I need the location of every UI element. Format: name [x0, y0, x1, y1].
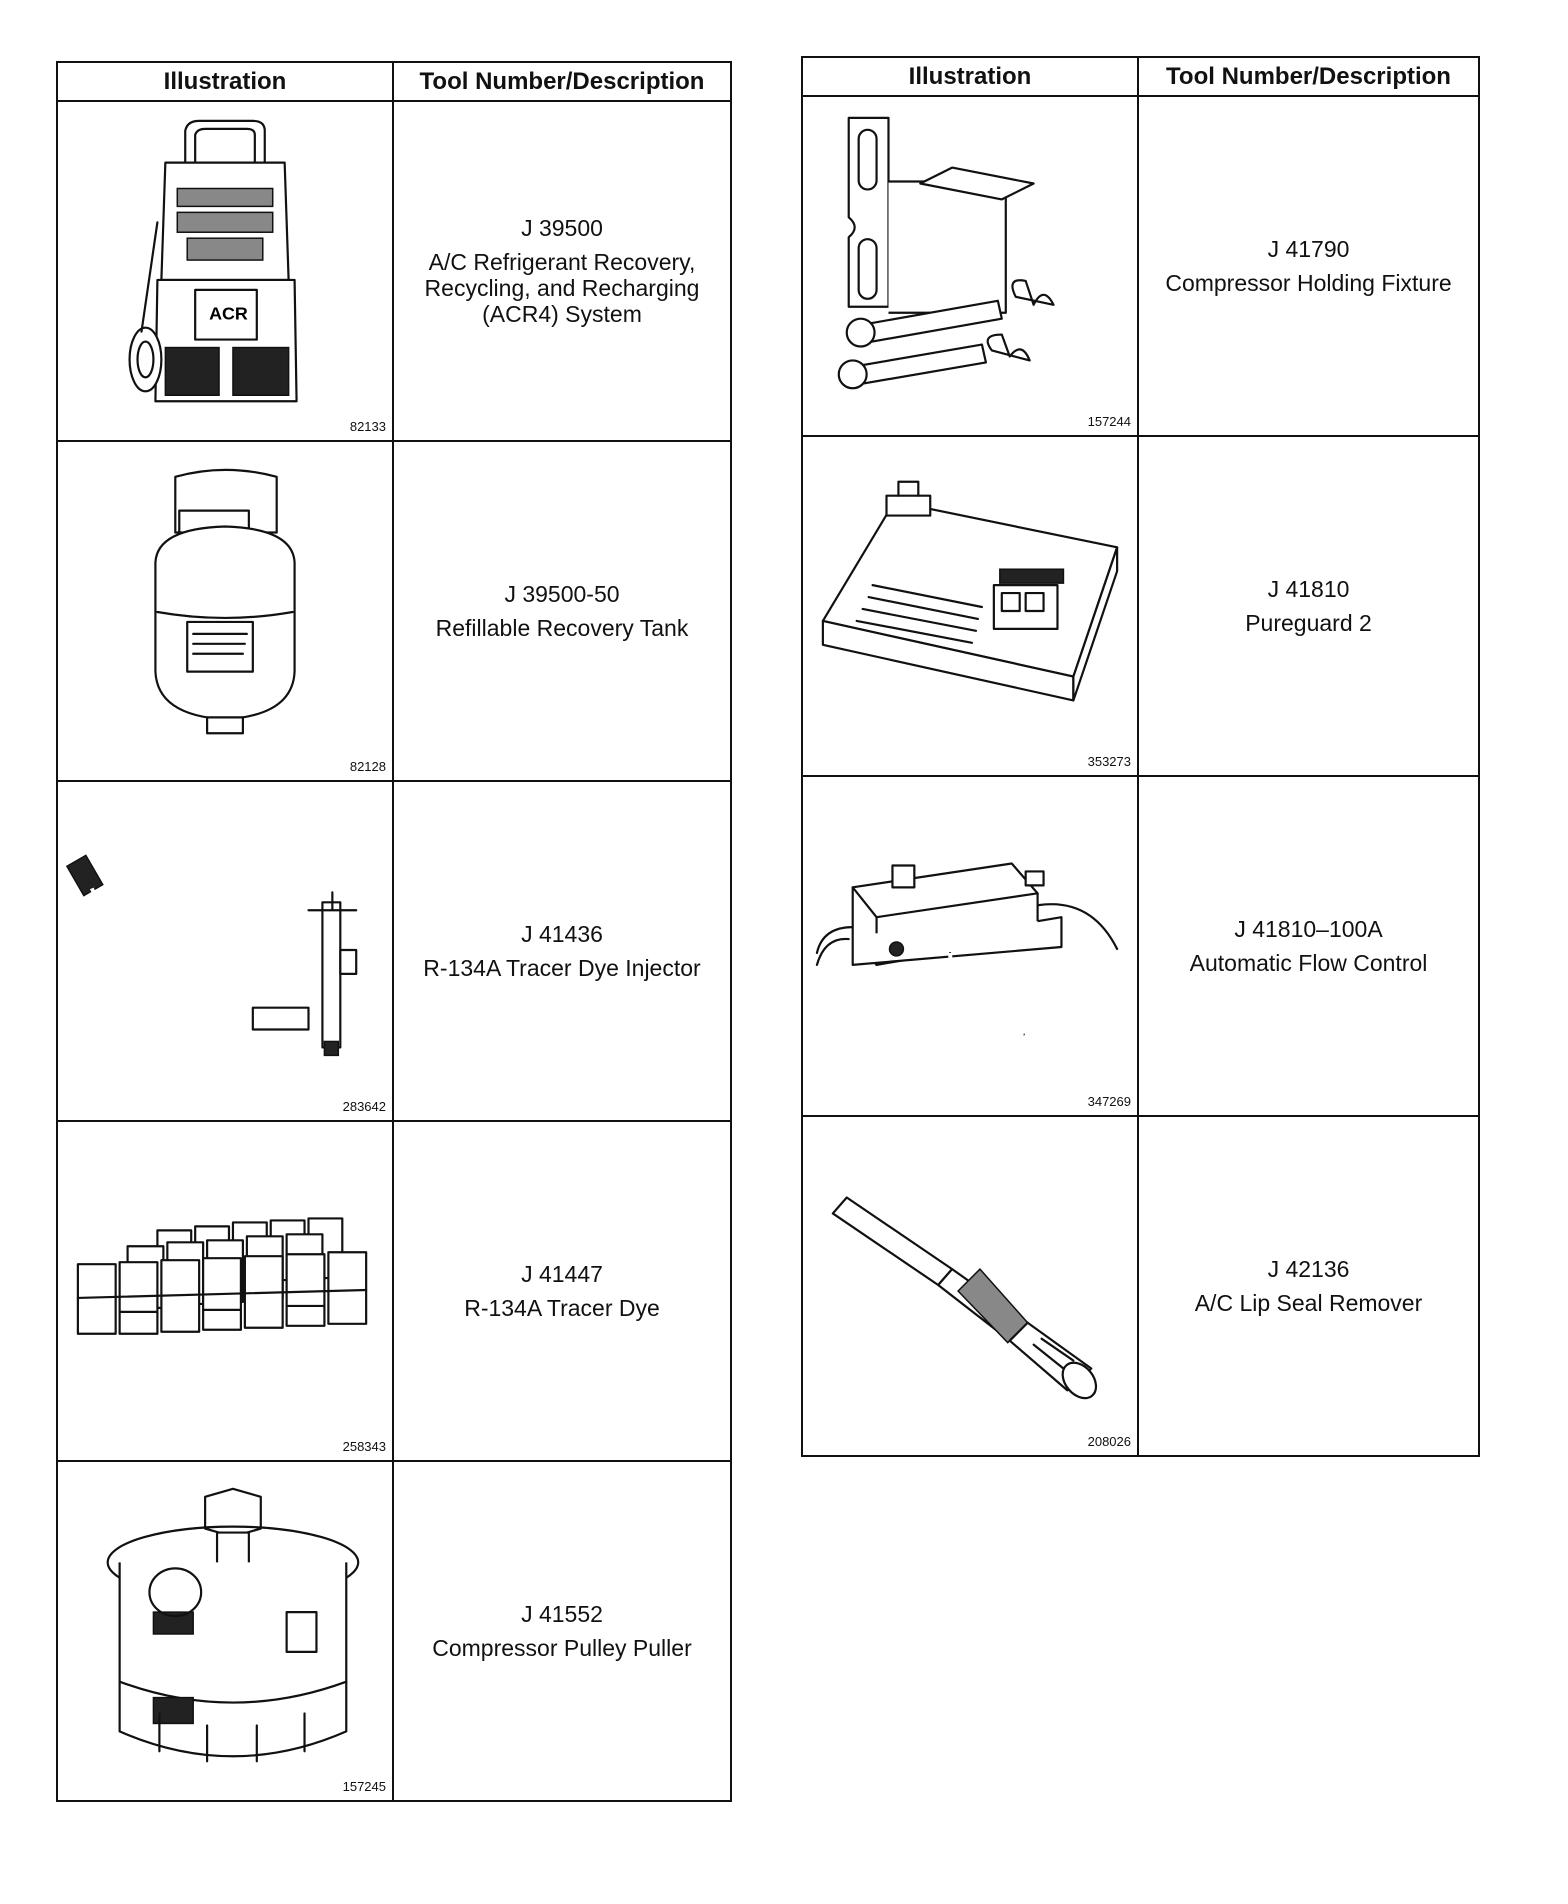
illustration-cell: ACR 82133: [56, 100, 394, 442]
tool-description: A/C Refrigerant Recovery, Recycling, and…: [424, 249, 700, 327]
illustration-header: Illustration: [56, 61, 394, 102]
table-row: 157244 J 41790 Compressor Holding Fixtur…: [801, 95, 1480, 437]
illustration-cell: 347269: [801, 775, 1139, 1117]
tool-description: Pureguard 2: [1245, 610, 1372, 636]
figure-number: 157245: [342, 1779, 386, 1794]
tool-number: J 39500-50: [504, 581, 620, 607]
illustration-header: Illustration: [801, 56, 1139, 97]
tool-description: Automatic Flow Control: [1189, 950, 1428, 976]
tool-description: Refillable Recovery Tank: [435, 615, 689, 641]
illustration-cell: 157245: [56, 1460, 394, 1802]
tool-description: A/C Lip Seal Remover: [1194, 1290, 1423, 1316]
table-row: 82128 J 39500-50 Refillable Recovery Tan…: [56, 440, 732, 782]
illustration-cell: 208026: [801, 1115, 1139, 1457]
tool-description: Compressor Pulley Puller: [432, 1635, 692, 1661]
special-tools-table-left: Illustration Tool Number/Description ACR: [56, 61, 732, 1802]
pureguard-unit-icon: [821, 480, 1119, 702]
table-row: ACR 82133 J 39500 A/C Refrigerant Recove…: [56, 100, 732, 442]
table-header-row: Illustration Tool Number/Description: [56, 61, 732, 102]
table-row: 283642 J 41436 R-134A Tracer Dye Injecto…: [56, 780, 732, 1122]
tool-description: R-134A Tracer Dye Injector: [423, 955, 701, 981]
tool-description-cell: J 39500-50 Refillable Recovery Tank: [392, 440, 732, 782]
figure-number: 157244: [1087, 414, 1131, 429]
figure-number: 82133: [349, 419, 386, 434]
special-tools-table-right: Illustration Tool Number/Description 157…: [801, 56, 1480, 1457]
illustration-cell: 157244: [801, 95, 1139, 437]
table-row: 157245 J 41552 Compressor Pulley Puller: [56, 1460, 732, 1802]
table-row: 208026 J 42136 A/C Lip Seal Remover: [801, 1115, 1480, 1457]
tool-number: J 41552: [521, 1601, 603, 1627]
table-row: 258343 J 41447 R-134A Tracer Dye: [56, 1120, 732, 1462]
figure-number: 283642: [342, 1099, 386, 1114]
tool-description: Compressor Holding Fixture: [1165, 270, 1452, 296]
tool-description-cell: J 39500 A/C Refrigerant Recovery, Recycl…: [392, 100, 732, 442]
tool-description-cell: J 41790 Compressor Holding Fixture: [1137, 95, 1480, 437]
tool-description-cell: J 42136 A/C Lip Seal Remover: [1137, 1115, 1480, 1457]
svg-text:ACR: ACR: [209, 304, 248, 324]
table-row: 353273 J 41810 Pureguard 2: [801, 435, 1480, 777]
tool-header: Tool Number/Description: [392, 61, 732, 102]
pulley-puller-icon: [106, 1487, 360, 1763]
lip-seal-remover-icon: [831, 1196, 1098, 1400]
tool-header: Tool Number/Description: [1137, 56, 1480, 97]
tool-number: J 41790: [1267, 236, 1350, 262]
illustration-cell: 82128: [56, 440, 394, 782]
tool-description: R-134A Tracer Dye: [464, 1295, 660, 1321]
figure-number: 258343: [342, 1439, 386, 1454]
flow-control-icon: [815, 862, 1119, 1037]
tool-number: J 41810–100A: [1234, 916, 1383, 942]
figure-number: 353273: [1087, 754, 1131, 769]
figure-number: 208026: [1087, 1434, 1131, 1449]
dye-bottles-icon: [76, 1217, 368, 1335]
tool-number: J 41447: [521, 1261, 603, 1287]
recovery-tank-icon: [154, 468, 296, 735]
tool-number: J 41810: [1267, 576, 1350, 602]
tool-description-cell: J 41810–100A Automatic Flow Control: [1137, 775, 1480, 1117]
holding-fixture-icon: [837, 116, 1055, 390]
tool-description-cell: J 41436 R-134A Tracer Dye Injector: [392, 780, 732, 1122]
tool-description-cell: J 41447 R-134A Tracer Dye: [392, 1120, 732, 1462]
tool-number: J 41436: [521, 921, 603, 947]
table-row: 347269 J 41810–100A Automatic Flow Contr…: [801, 775, 1480, 1117]
illustration-cell: 353273: [801, 435, 1139, 777]
illustration-cell: 258343: [56, 1120, 394, 1462]
dye-injector-icon: [65, 854, 358, 1057]
illustration-cell: 283642: [56, 780, 394, 1122]
table-header-row: Illustration Tool Number/Description: [801, 56, 1480, 97]
tool-number: J 42136: [1267, 1256, 1350, 1282]
figure-number: 347269: [1087, 1094, 1131, 1109]
tool-number: J 39500: [521, 215, 603, 241]
figure-number: 82128: [349, 759, 386, 774]
tool-description-cell: J 41810 Pureguard 2: [1137, 435, 1480, 777]
tool-description-cell: J 41552 Compressor Pulley Puller: [392, 1460, 732, 1802]
acr4-recovery-station-icon: ACR: [128, 119, 298, 403]
